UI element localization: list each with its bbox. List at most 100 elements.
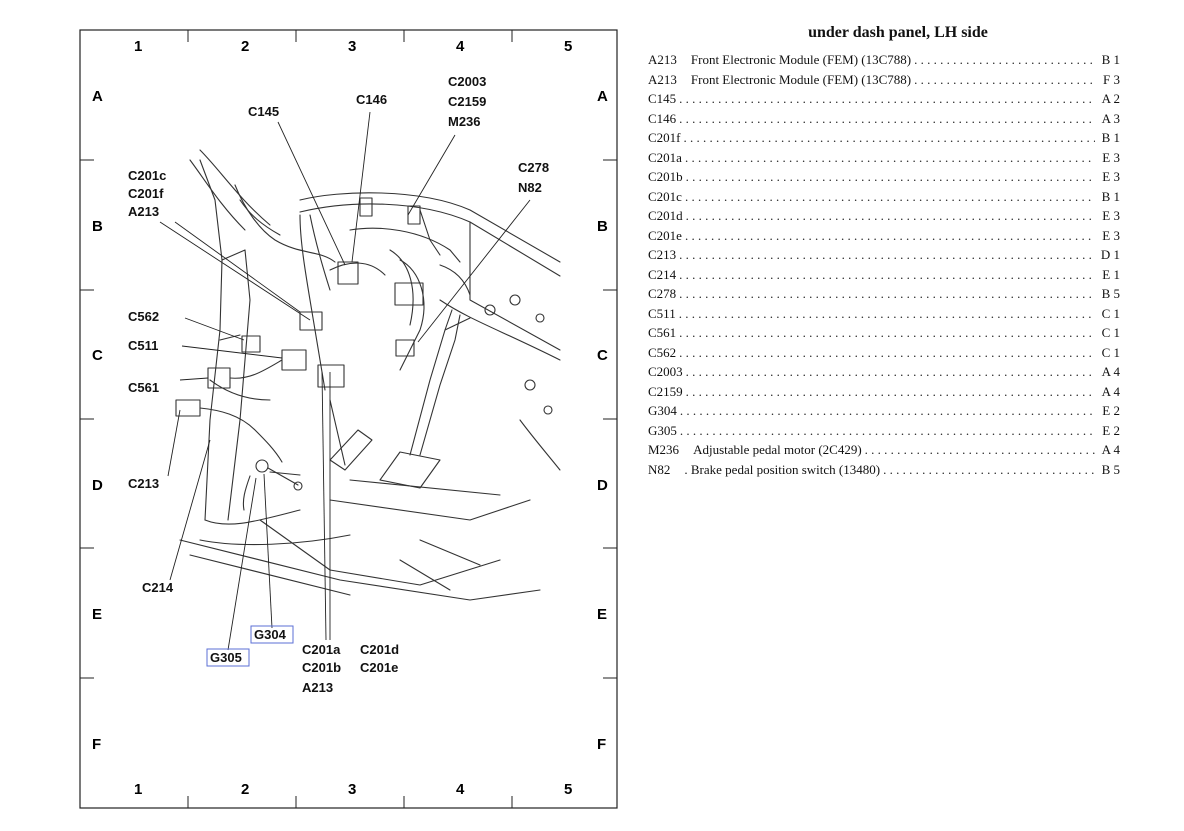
dot-leader <box>679 304 1095 324</box>
location-diagram: 1 2 3 4 5 1 2 3 4 5 A B C D E F A B C D … <box>79 29 618 809</box>
index-location: B 1 <box>1101 188 1120 204</box>
callout-a213-left: A213 <box>128 204 159 219</box>
callout-c201b: C201b <box>302 660 341 675</box>
grid-ticks <box>80 30 617 808</box>
grid-row-left-d: D <box>92 477 103 494</box>
callout-a213-bottom: A213 <box>302 680 333 695</box>
index-row: C2003A 4 <box>648 362 1120 382</box>
callout-c201a: C201a <box>302 642 341 657</box>
index-code: A213 <box>648 71 677 87</box>
g305-highlight <box>206 648 250 667</box>
dot-leader <box>686 167 1095 187</box>
index-row: A213 Front Electronic Module (FEM) (13C78… <box>648 70 1120 90</box>
callout-c278: C278 <box>518 160 549 175</box>
index-location: C 1 <box>1101 344 1120 360</box>
grid-row-left-e: E <box>92 606 102 623</box>
callout-c201f: C201f <box>128 186 164 201</box>
callout-n82: N82 <box>518 180 542 195</box>
dot-leader <box>686 382 1095 402</box>
dot-leader <box>914 70 1095 90</box>
index-row: C201c B 1 <box>648 187 1120 207</box>
index-row: C146A 3 <box>648 109 1120 129</box>
index-location: A 4 <box>1101 364 1120 379</box>
grid-row-right-b: B <box>597 218 608 235</box>
callout-c145: C145 <box>248 104 279 119</box>
grid-row-right-a: A <box>597 88 608 105</box>
index-code: C201a <box>648 149 682 165</box>
grid-col-bottom-5: 5 <box>564 781 572 798</box>
index-description: Front Electronic Module (FEM) (13C788) <box>690 71 912 87</box>
leader-lines <box>159 111 531 651</box>
index-code: C201e <box>648 227 682 243</box>
vehicle-illustration <box>175 149 561 601</box>
callout-c511: C511 <box>128 338 158 353</box>
index-code: N82 <box>648 461 671 477</box>
dot-leader <box>684 128 1096 148</box>
index-row: G305E 2 <box>648 421 1120 441</box>
index-location: A 4 <box>1101 383 1120 399</box>
dot-leader <box>679 343 1095 363</box>
index-location: E 2 <box>1102 422 1120 438</box>
index-code: C201f <box>648 130 681 145</box>
index-code: C562 <box>648 344 677 360</box>
index-code: C201c <box>648 188 682 204</box>
index-code: C561 <box>648 325 677 340</box>
dot-leader <box>680 401 1095 421</box>
index-location: B 5 <box>1101 286 1120 301</box>
callout-c146: C146 <box>356 92 387 107</box>
grid-row-right-e: E <box>597 606 607 623</box>
index-row: N82. Brake pedal position switch (13480)… <box>648 460 1120 480</box>
index-code: C146 <box>648 110 677 126</box>
grid-row-left-a: A <box>92 88 103 105</box>
index-row: C214E 1 <box>648 265 1120 285</box>
index-location: A 4 <box>1101 442 1120 457</box>
index-code: C145 <box>648 91 677 106</box>
index-row: C278B 5 <box>648 284 1120 304</box>
dot-leader <box>865 440 1095 460</box>
index-row: C145A 2 <box>648 89 1120 109</box>
index-location: B 1 <box>1101 130 1120 145</box>
index-location: C 1 <box>1101 325 1120 340</box>
index-row: C201f B 1 <box>648 128 1120 148</box>
grid-col-bottom-3: 3 <box>348 781 356 798</box>
grid-col-bottom-1: 1 <box>134 781 142 798</box>
grid-col-top-4: 4 <box>456 38 465 55</box>
dot-leader <box>686 206 1095 226</box>
index-code: C201d <box>648 208 683 223</box>
index-code: C511 <box>648 305 676 321</box>
grid-col-top-1: 1 <box>134 38 142 55</box>
grid-row-left-c: C <box>92 347 103 364</box>
grid-col-top-3: 3 <box>348 38 356 55</box>
grid-col-bottom-2: 2 <box>241 781 249 798</box>
dot-leader <box>914 50 1095 70</box>
index-code: C2159 <box>648 383 683 399</box>
index-row: C201dE 3 <box>648 206 1120 226</box>
index-row: C562 C 1 <box>648 343 1120 363</box>
index-location: F 3 <box>1103 71 1120 87</box>
index-code: M236 <box>648 442 680 457</box>
grid-row-left-b: B <box>92 218 103 235</box>
callout-c2159: C2159 <box>448 94 486 109</box>
callout-c201e: C201e <box>360 660 398 675</box>
index-location: D 1 <box>1100 247 1120 262</box>
callout-g304: G304 <box>254 627 287 642</box>
index-row: C201bE 3 <box>648 167 1120 187</box>
dot-leader <box>685 148 1095 168</box>
callout-c561: C561 <box>128 380 159 395</box>
callout-c214: C214 <box>142 580 174 595</box>
index-row: G304E 2 <box>648 401 1120 421</box>
index-code: C214 <box>648 266 677 282</box>
grid-row-left-f: F <box>92 736 101 753</box>
grid-col-top-5: 5 <box>564 38 572 55</box>
dot-leader <box>680 421 1095 441</box>
g304-highlight <box>250 625 294 644</box>
index-code: A213 <box>648 52 677 67</box>
callout-g305: G305 <box>210 650 242 665</box>
index-row: C561 C 1 <box>648 323 1120 343</box>
index-location: C 1 <box>1101 305 1120 321</box>
callout-c201d: C201d <box>360 642 399 657</box>
grid-row-right-f: F <box>597 736 606 753</box>
